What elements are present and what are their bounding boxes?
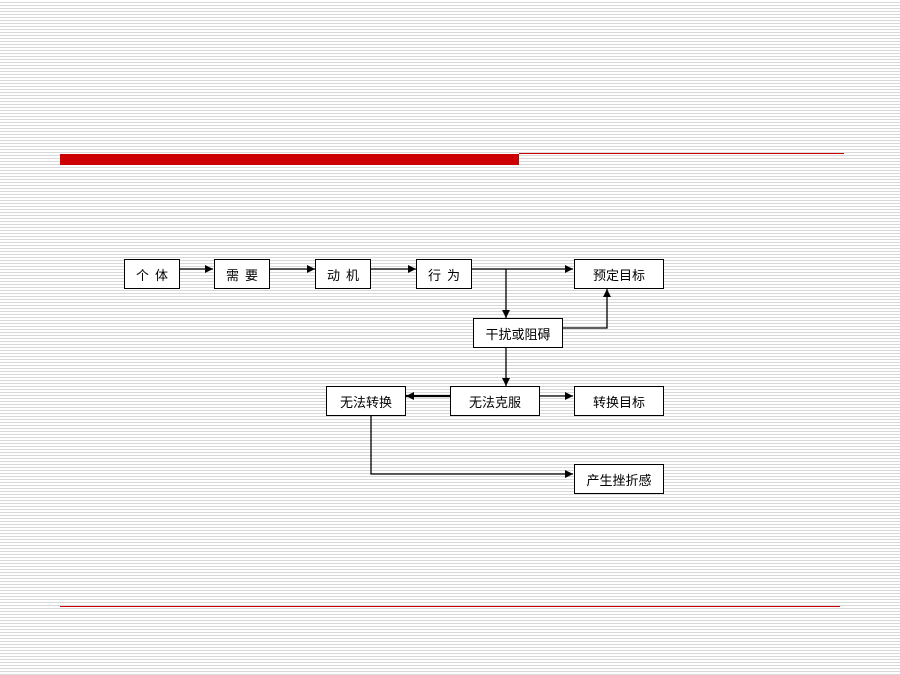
node-motive: 动机	[315, 259, 371, 289]
node-frustration: 产生挫折感	[574, 464, 664, 494]
node-convert-goal: 转换目标	[574, 386, 664, 416]
node-behavior: 行为	[416, 259, 472, 289]
node-goal: 预定目标	[574, 259, 664, 289]
edge-cannot-convert-frustration	[370, 415, 573, 478]
title-accent-line	[519, 153, 844, 154]
node-cannot-convert: 无法转换	[326, 386, 406, 416]
node-need: 需要	[214, 259, 270, 289]
node-obstacle: 干扰或阻碍	[473, 318, 563, 348]
footer-accent-line	[60, 606, 840, 607]
node-individual: 个体	[124, 259, 180, 289]
title-accent-bar	[60, 154, 519, 165]
edge-obstacle-goal	[562, 289, 611, 329]
node-cannot-overcome: 无法克服	[450, 386, 540, 416]
